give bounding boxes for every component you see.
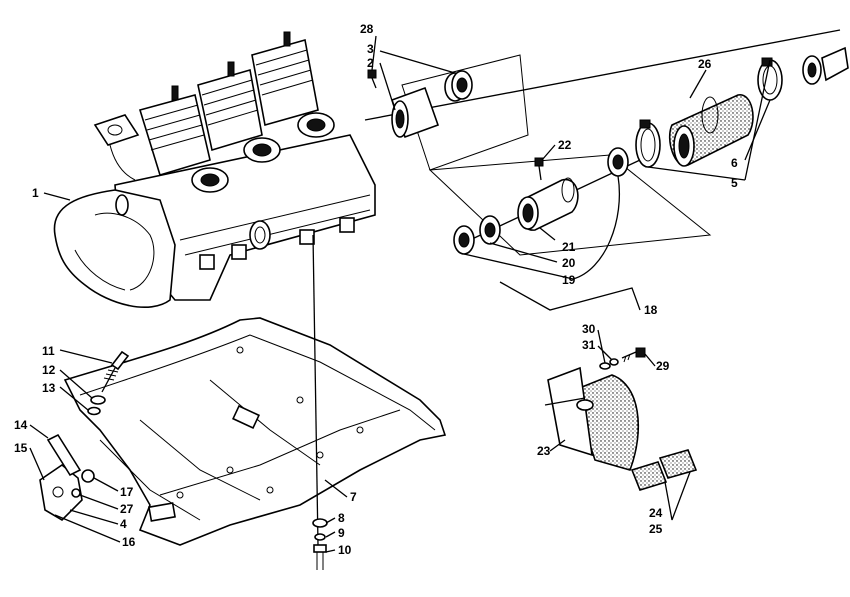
screw-22 <box>534 157 544 181</box>
label-20: 20 <box>562 256 576 270</box>
mount-bracket-assembly <box>39 433 95 522</box>
label-25: 25 <box>649 522 663 536</box>
clamp-26 <box>757 57 783 101</box>
washer-30 <box>599 362 611 370</box>
seal-20 <box>479 215 501 245</box>
label-6: 6 <box>731 156 738 170</box>
label-30: 30 <box>582 322 596 336</box>
seal-19b <box>607 147 629 177</box>
callout-labels: 1 2 3 28 26 6 5 22 21 20 19 18 30 31 29 … <box>14 22 738 557</box>
label-16: 16 <box>122 535 136 549</box>
label-5: 5 <box>731 176 738 190</box>
leader-lines <box>29 35 771 553</box>
engine-cylinders <box>138 31 335 193</box>
label-31: 31 <box>582 338 596 352</box>
label-14: 14 <box>14 418 28 432</box>
label-13: 13 <box>42 381 56 395</box>
decal-24 <box>630 461 668 491</box>
label-21: 21 <box>562 240 576 254</box>
screw-29 <box>621 347 646 363</box>
label-26: 26 <box>698 57 712 71</box>
label-12: 12 <box>42 363 56 377</box>
label-7: 7 <box>350 490 357 504</box>
label-22: 22 <box>558 138 572 152</box>
intake-end-seal <box>802 46 849 85</box>
label-17: 17 <box>120 485 134 499</box>
label-23: 23 <box>537 444 551 458</box>
label-1: 1 <box>32 186 39 200</box>
label-18: 18 <box>644 303 658 317</box>
label-28: 28 <box>360 22 374 36</box>
bolt-10 <box>313 544 327 570</box>
intake-seal-3 <box>444 70 473 102</box>
air-box-cover-23 <box>544 366 640 471</box>
silencer-6 <box>668 94 754 167</box>
washer-13 <box>87 406 101 416</box>
label-2: 2 <box>367 56 374 70</box>
label-19: 19 <box>562 273 576 287</box>
coupler-21 <box>517 177 579 231</box>
washer-9 <box>314 533 326 541</box>
decal-25 <box>658 449 698 479</box>
washer-8 <box>312 518 328 528</box>
label-3: 3 <box>367 42 374 56</box>
washer-31 <box>609 358 619 366</box>
label-8: 8 <box>338 511 345 525</box>
intake-group-frame <box>401 54 529 171</box>
seal-19 <box>453 225 475 255</box>
engine-assembly <box>53 31 376 308</box>
label-9: 9 <box>338 526 345 540</box>
intake-boot-2 <box>390 86 440 139</box>
label-10: 10 <box>338 543 352 557</box>
screw-28 <box>367 69 377 89</box>
label-27: 27 <box>120 502 134 516</box>
label-15: 15 <box>14 441 28 455</box>
label-4: 4 <box>120 517 127 531</box>
bolt-11 <box>101 350 130 393</box>
label-11: 11 <box>42 344 55 358</box>
washer-12 <box>90 395 106 405</box>
label-29: 29 <box>656 359 670 373</box>
label-24: 24 <box>649 506 663 520</box>
